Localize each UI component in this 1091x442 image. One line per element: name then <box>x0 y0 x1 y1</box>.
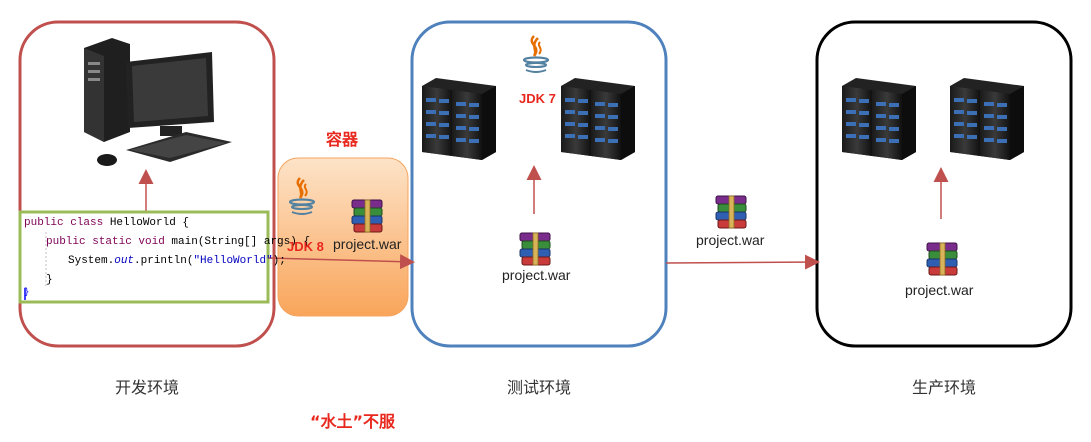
winrar-icon <box>519 232 551 266</box>
winrar-icon <box>715 195 747 229</box>
server-rack-icon <box>422 78 496 160</box>
code-line-2: public static void main(String[] args) { <box>46 236 310 248</box>
code-text: System. <box>68 255 115 267</box>
server-rack-icon <box>950 78 1024 160</box>
code-line-3: System.out.println("HelloWorld"); <box>68 255 286 267</box>
code-text: main(String[] args) { <box>164 236 311 248</box>
code-text: .println( <box>134 255 194 267</box>
prod-environment-label: 生产环境 <box>911 378 976 397</box>
jdk7-label: JDK 7 <box>519 91 556 106</box>
winrar-icon <box>926 242 958 276</box>
winrar-icon <box>351 199 383 233</box>
code-line-5: } <box>24 287 30 297</box>
code-text: HelloWorld { <box>103 217 190 229</box>
code-line-4: } <box>46 274 53 286</box>
test-war-label: project.war <box>502 267 571 283</box>
code-field: out <box>114 255 135 267</box>
container-box <box>277 157 409 317</box>
code-line-1: public class HelloWorld { <box>24 217 189 229</box>
prod-war-label: project.war <box>905 282 974 298</box>
desktop-computer-icon <box>84 38 232 166</box>
dev-to-test-arrow <box>267 254 415 270</box>
code-keyword: public static void <box>46 236 165 248</box>
dev-environment-label: 开发环境 <box>114 378 179 397</box>
server-rack-icon <box>842 78 916 160</box>
test-environment-label: 测试环境 <box>506 378 571 397</box>
server-rack-icon <box>561 78 635 160</box>
code-box <box>18 210 270 304</box>
footer-caption: “水土”不服 <box>310 412 396 431</box>
test-to-prod-arrow <box>665 254 820 270</box>
jdk8-label: JDK 8 <box>287 239 324 254</box>
code-keyword: public class <box>24 217 104 229</box>
container-title: 容器 <box>325 130 358 149</box>
transfer-war-label: project.war <box>696 232 765 248</box>
code-string: "HelloWorld" <box>193 255 273 267</box>
code-text: ); <box>272 255 286 267</box>
test-environment-box <box>410 20 668 348</box>
container-war-label: project.war <box>333 236 402 252</box>
